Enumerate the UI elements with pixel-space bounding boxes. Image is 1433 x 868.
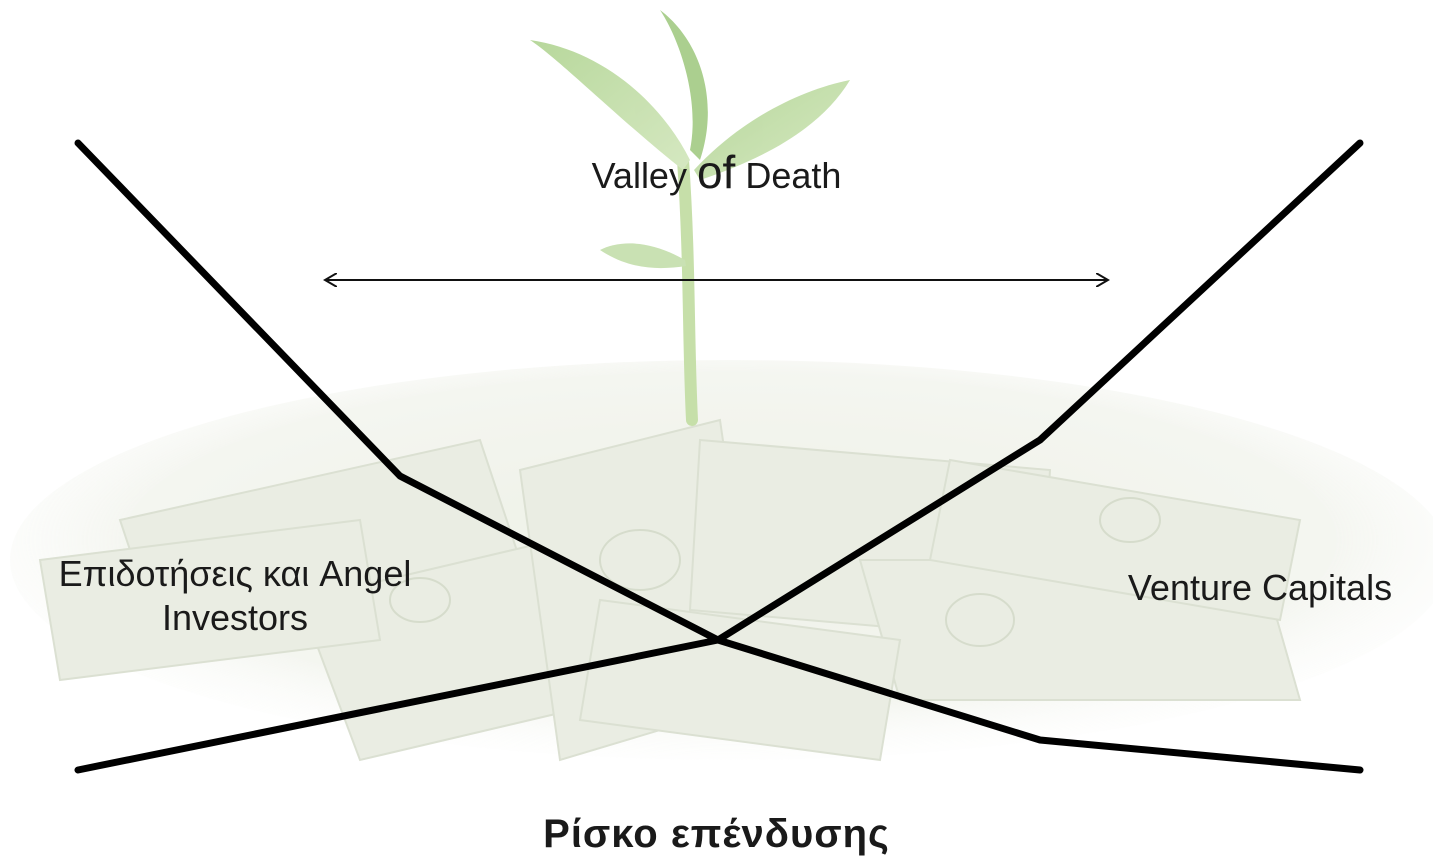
grants-angel-investors-label: Επιδοτήσεις και Angel Investors [0, 552, 470, 640]
venture-capitals-label: Venture Capitals [1090, 566, 1430, 610]
valley-word: Valley [592, 155, 697, 196]
venture-capital-curve [78, 143, 1360, 770]
of-word: of [697, 146, 735, 198]
death-word: Death [735, 155, 841, 196]
grants-angel-curve [78, 143, 1360, 770]
valley-of-death-label: Valley of Death [0, 150, 1433, 198]
investment-risk-label: Ρίσκο επένδυσης [0, 812, 1433, 856]
